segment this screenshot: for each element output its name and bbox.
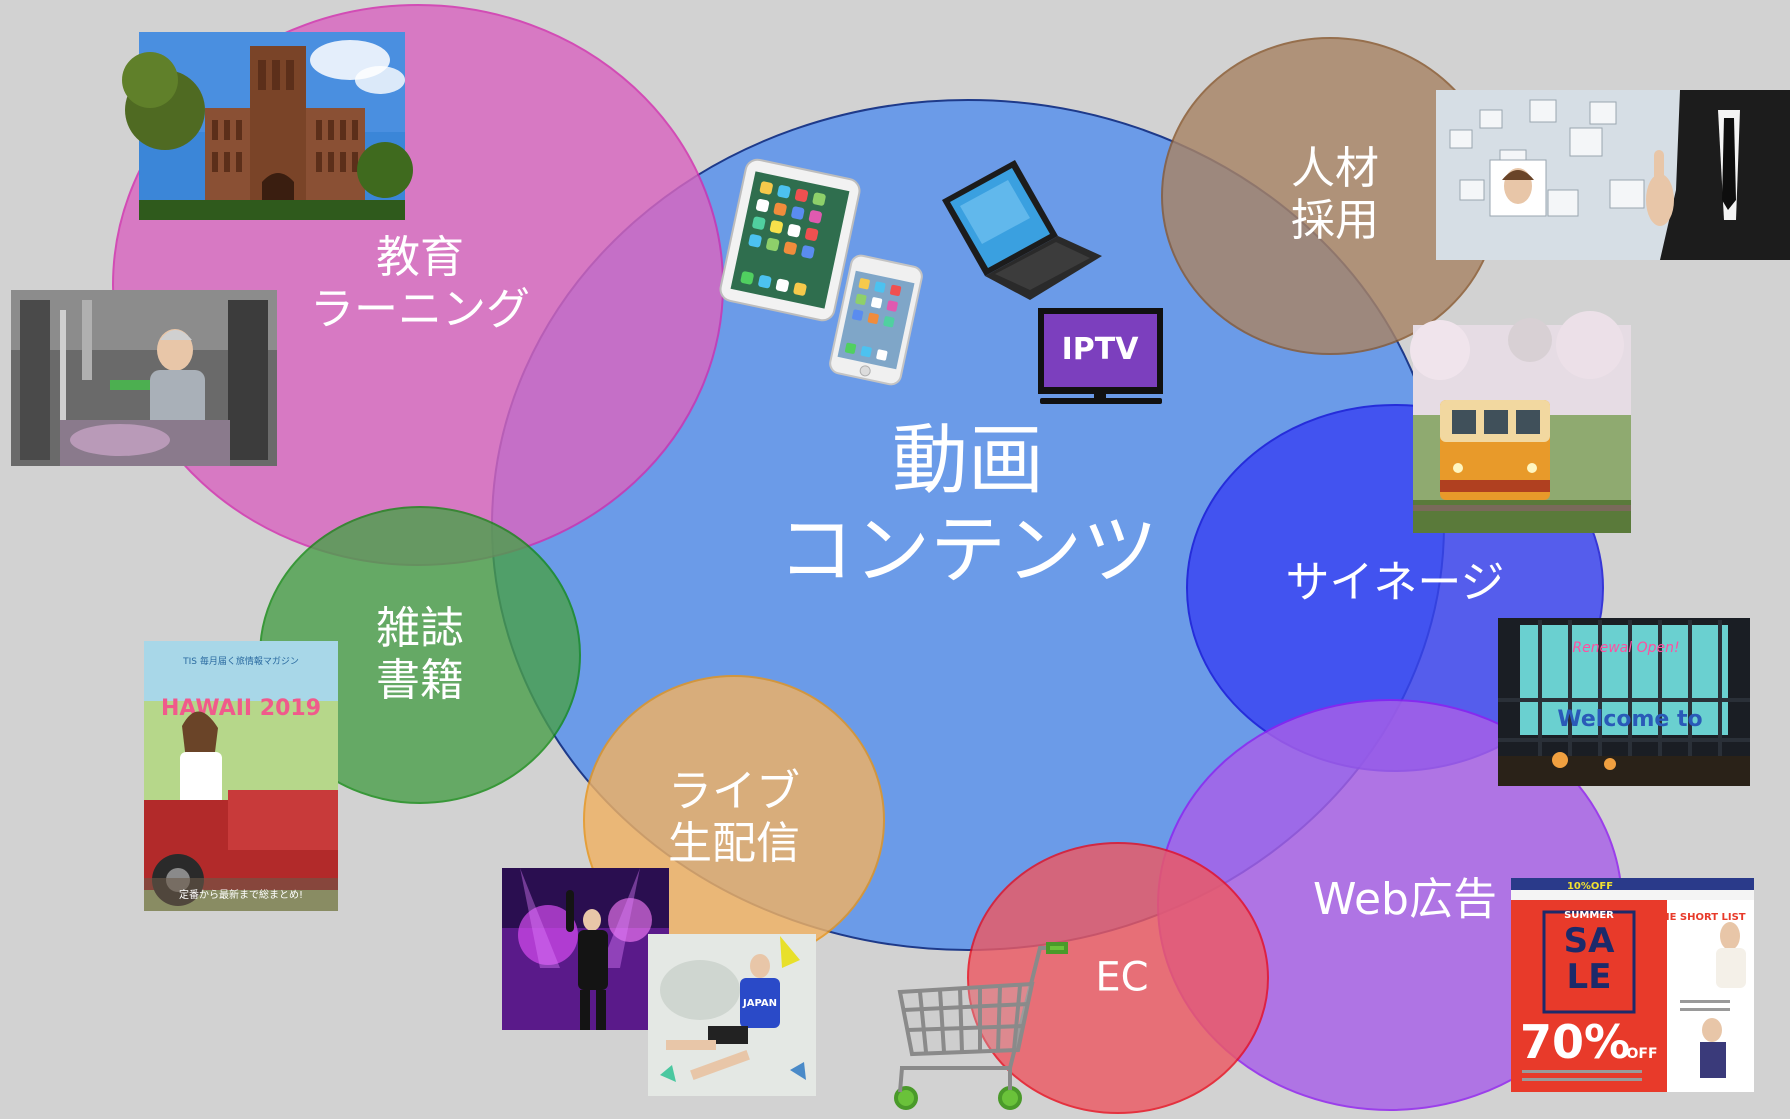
station-sign-top: Renewal Open! xyxy=(1572,640,1679,656)
magazine-bottom-text: 定番から最新まで総まとめ! xyxy=(179,888,303,901)
webad-label: Web広告 xyxy=(1313,874,1497,926)
sale-side-title: THE SHORT LIST xyxy=(1654,912,1745,923)
live-concert-photo xyxy=(502,868,669,1030)
magazine-label: 雑誌 書籍 xyxy=(376,603,464,706)
live-label: ライブ 生配信 xyxy=(668,766,800,869)
iptv-icon: IPTV xyxy=(1038,308,1163,404)
sale-sa: SA xyxy=(1564,921,1615,961)
sale-banner: 10%OFF xyxy=(1567,881,1613,892)
sale-discount: 70% xyxy=(1520,1015,1630,1069)
iptv-label: IPTV xyxy=(1062,332,1140,367)
magazine-cover-photo: TIS 毎月届く旅情報マガジン HAWAII 2019 定番から最新まで総まとめ… xyxy=(144,641,338,911)
climber-bib: JAPAN xyxy=(742,998,777,1009)
workshop-photo xyxy=(11,290,277,466)
magazine-title: HAWAII 2019 xyxy=(161,696,321,721)
station-welcome-photo: Renewal Open! Welcome to xyxy=(1498,618,1750,786)
laptop-icon xyxy=(942,160,1102,300)
magazine-top-text: TIS 毎月届く旅情報マガジン xyxy=(182,655,299,667)
ec-circle xyxy=(967,842,1269,1114)
sale-off: OFF xyxy=(1626,1046,1657,1062)
train-cherry-blossom-photo xyxy=(1410,311,1631,533)
sale-le: LE xyxy=(1567,957,1612,997)
center-label: 動画 コンテンツ xyxy=(778,415,1158,594)
university-building-photo xyxy=(122,32,413,220)
summer-sale-ad-photo: 10%OFF SUMMER SA LE 70% OFF THE SHORT LI… xyxy=(1511,878,1754,1092)
station-sign-main: Welcome to xyxy=(1557,707,1702,732)
recruit-label: 人材 採用 xyxy=(1291,143,1379,246)
climbing-athlete-photo: JAPAN xyxy=(648,934,816,1096)
education-label: 教育 ラーニング xyxy=(310,232,530,335)
signage-label: サイネージ xyxy=(1285,557,1505,609)
smartphone-icon xyxy=(829,254,923,386)
ec-label: EC xyxy=(1095,954,1149,1001)
sale-summer: SUMMER xyxy=(1564,910,1614,921)
tablet-icon xyxy=(719,158,861,322)
shopping-cart-icon xyxy=(894,942,1068,1110)
recruitment-people-photo xyxy=(1436,90,1790,260)
